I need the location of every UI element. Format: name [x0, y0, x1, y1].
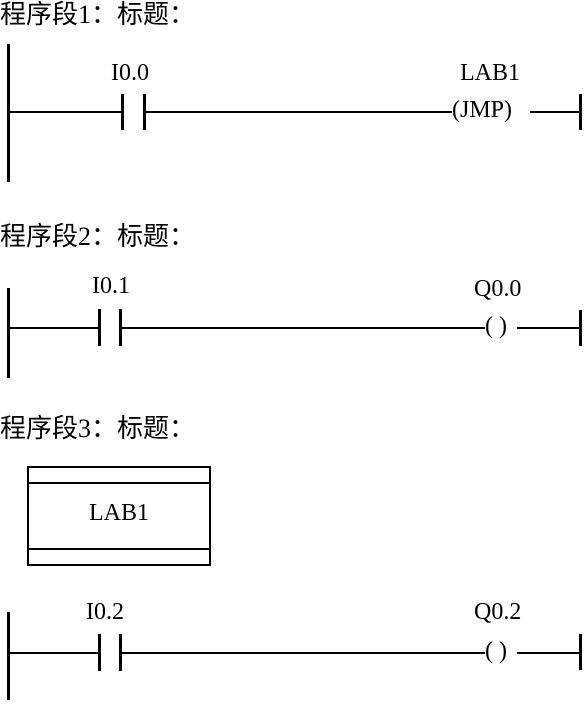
label-box-text: LAB1 — [89, 500, 149, 526]
contact-address-label: I0.2 — [86, 599, 124, 625]
coil-address-label: Q0.2 — [474, 599, 522, 625]
contact-right-plate — [119, 634, 122, 671]
output-coil: ( ) — [485, 313, 507, 339]
label-box-top-band — [29, 468, 209, 484]
left-power-rail — [7, 288, 10, 378]
network-3-title: 程序段3：标题： — [0, 414, 196, 443]
rung-wire — [517, 327, 580, 329]
network-1-title: 程序段1：标题： — [0, 0, 196, 29]
jump-target-label: LAB1 — [460, 60, 520, 86]
contact-address-label: I0.0 — [111, 60, 149, 86]
contact-address-label: I0.1 — [92, 273, 130, 299]
coil-address-label: Q0.0 — [474, 276, 522, 302]
contact-left-plate — [121, 94, 124, 130]
contact-right-plate — [119, 309, 122, 346]
contact-left-plate — [98, 634, 101, 671]
contact-left-plate — [98, 309, 101, 346]
network-2-title: 程序段2：标题： — [0, 222, 196, 251]
rung-wire — [530, 111, 580, 113]
right-power-rail — [579, 310, 582, 346]
rung-wire — [9, 652, 99, 654]
rung-wire — [517, 652, 580, 654]
jmp-instruction: (JMP) — [452, 97, 513, 123]
left-power-rail — [7, 44, 10, 182]
rung-wire — [9, 327, 99, 329]
lbl-label-box: LAB1 — [27, 466, 211, 566]
left-power-rail — [7, 612, 10, 700]
rung-wire — [145, 111, 452, 113]
label-box-bottom-band — [29, 548, 209, 564]
rung-wire — [121, 327, 485, 329]
output-coil: ( ) — [485, 638, 507, 664]
right-power-rail — [579, 634, 582, 670]
contact-right-plate — [143, 94, 146, 130]
right-power-rail — [579, 94, 582, 130]
rung-wire — [121, 652, 485, 654]
rung-wire — [9, 111, 122, 113]
